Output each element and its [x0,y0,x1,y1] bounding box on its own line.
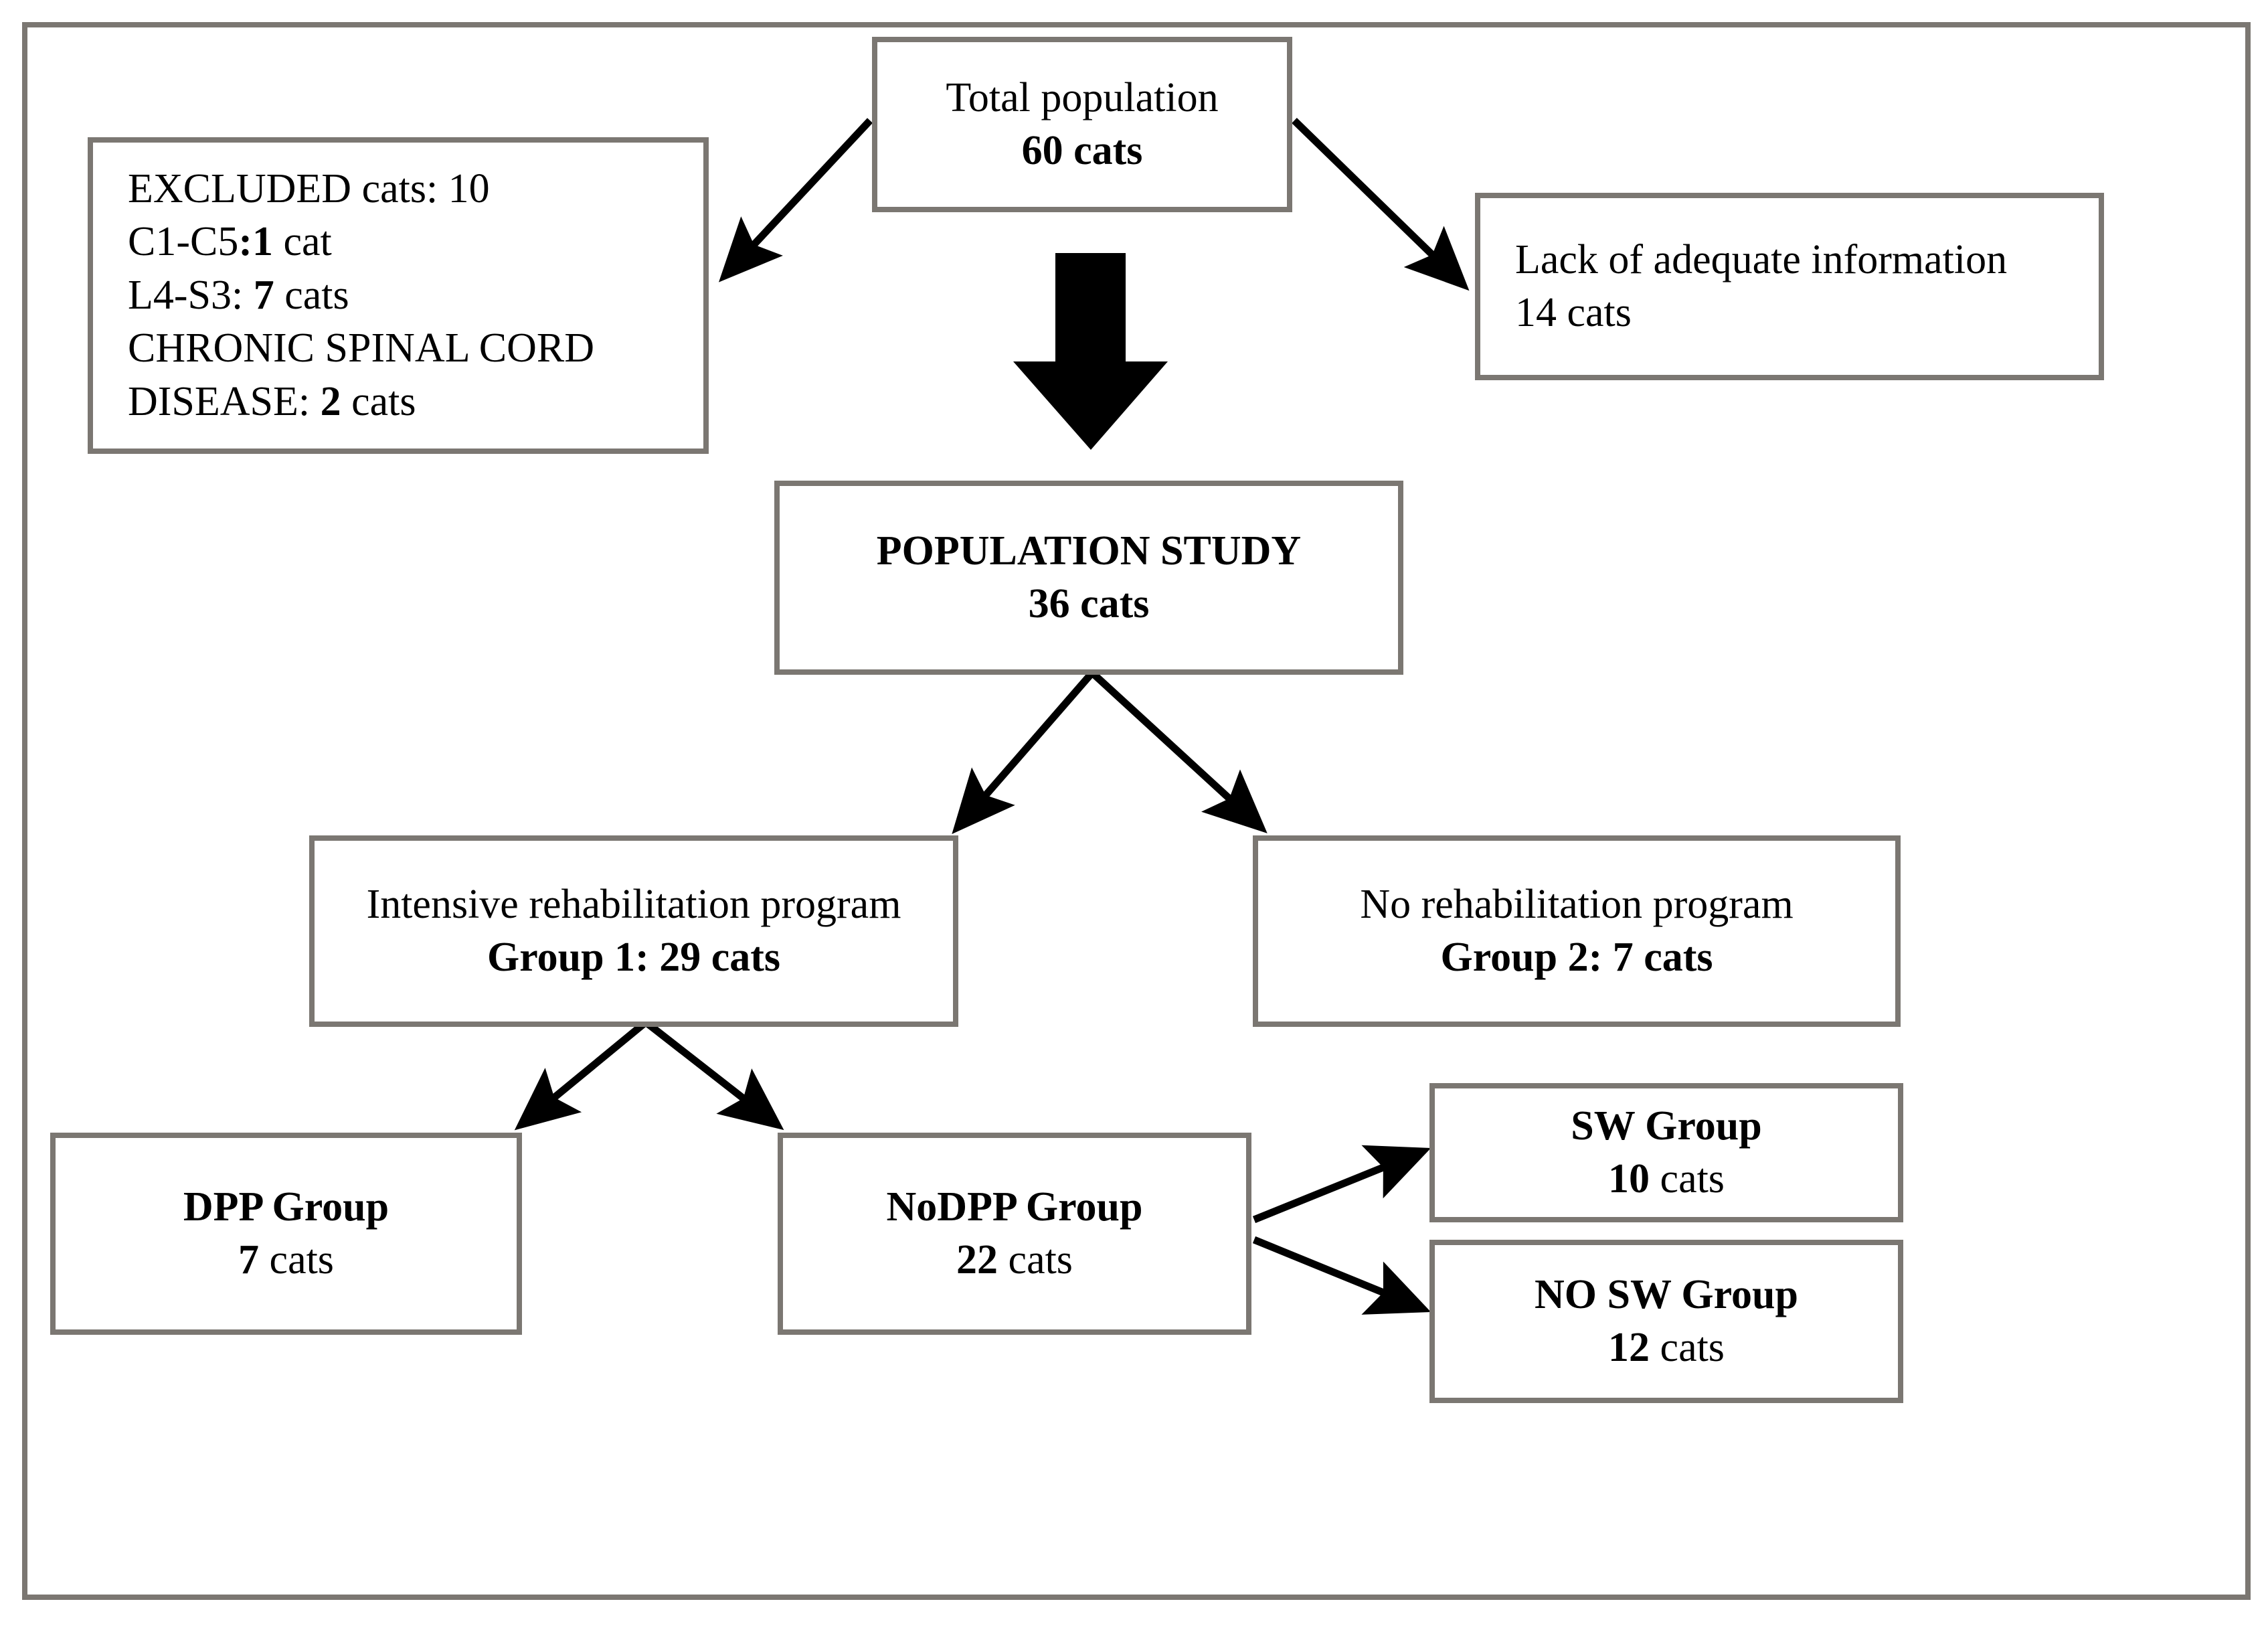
dpp-count-line: 7 cats [238,1234,334,1287]
sw-unit: cats [1650,1156,1725,1202]
node-population-study: POPULATION STUDY 36 cats [774,481,1403,675]
excluded-l4s3-unit: cats [274,272,349,318]
excluded-c1c5-unit: cat [273,219,332,265]
dpp-label: DPP Group [183,1184,389,1230]
nodpp-unit: cats [998,1237,1073,1283]
dpp-count: 7 [238,1237,260,1283]
lack-info-count: 14 cats [1515,290,1632,335]
excluded-c1c5-colon: : [238,219,253,265]
nosw-count: 12 [1608,1325,1650,1370]
sw-label: SW Group [1571,1103,1762,1149]
node-no-sw-group: NO SW Group 12 cats [1429,1240,1903,1403]
node-group2-no-rehab: No rehabilitation program Group 2: 7 cat… [1253,835,1901,1027]
excluded-c1c5-count: 1 [252,219,274,265]
population-study-count: 36 cats [1028,581,1150,627]
node-dpp-group: DPP Group 7 cats [50,1133,522,1335]
excluded-c1c5-label: C1-C5 [128,219,239,265]
nosw-count-line: 12 cats [1608,1321,1725,1374]
node-nodpp-group: NoDPP Group 22 cats [778,1133,1251,1335]
excluded-l4s3-line: L4-S3: 7 cats [128,269,349,322]
node-group1-intensive-rehab: Intensive rehabilitation program Group 1… [309,835,958,1027]
excluded-disease-count: 2 [320,378,341,424]
nosw-label: NO SW Group [1535,1271,1798,1317]
node-excluded-cats: EXCLUDED cats: 10 C1-C5:1 cat L4-S3: 7 c… [88,137,709,454]
nodpp-count: 22 [956,1237,998,1283]
node-total-population: Total population 60 cats [872,37,1292,212]
total-population-label: Total population [946,74,1219,120]
lack-info-label: Lack of adequate information [1515,236,2008,282]
excluded-total-line: EXCLUDED cats: 10 [128,166,490,212]
excluded-l4s3-label: L4-S3: [128,272,254,318]
excluded-disease-label: DISEASE: [128,378,321,424]
nodpp-count-line: 22 cats [956,1234,1073,1287]
node-sw-group: SW Group 10 cats [1429,1083,1903,1222]
group1-label: Intensive rehabilitation program [366,881,901,927]
excluded-disease-unit: cats [341,378,416,424]
nosw-unit: cats [1650,1325,1725,1370]
sw-count-line: 10 cats [1608,1153,1725,1206]
node-lack-of-information: Lack of adequate information 14 cats [1475,193,2104,380]
excluded-l4s3-count: 7 [253,272,274,318]
total-population-count: 60 cats [1021,128,1143,173]
group1-count: Group 1: 29 cats [487,934,781,980]
group2-count: Group 2: 7 cats [1440,934,1713,980]
excluded-c1c5-line: C1-C5:1 cat [128,216,332,268]
dpp-unit: cats [259,1237,334,1283]
nodpp-label: NoDPP Group [886,1184,1143,1230]
population-study-label: POPULATION STUDY [876,527,1302,574]
sw-count: 10 [1608,1156,1650,1202]
group2-label: No rehabilitation program [1360,881,1794,927]
excluded-disease-line: DISEASE: 2 cats [128,376,416,428]
excluded-chronic-line: CHRONIC SPINAL CORD [128,325,595,372]
